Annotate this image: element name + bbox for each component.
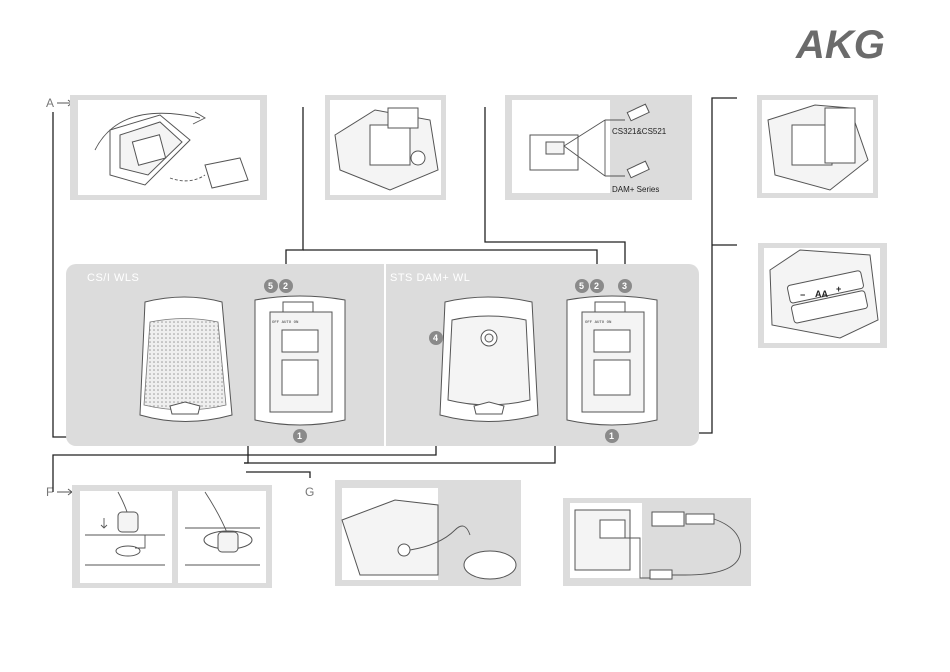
panel-compartment-right-top: [757, 95, 878, 198]
battery-plus: +: [836, 284, 841, 294]
panel-switch-options: CS321&CS521 DAM+ Series: [505, 95, 692, 200]
label-f-arrow: [57, 489, 72, 495]
left-switch-marks: OFF AUTO ON: [272, 321, 299, 325]
svg-text:2: 2: [594, 281, 599, 291]
svg-text:4: 4: [433, 333, 438, 343]
svg-text:5: 5: [268, 281, 273, 291]
switch-option-1: CS321&CS521: [612, 127, 667, 136]
svg-text:2: 2: [283, 281, 288, 291]
panel-g-footswitch: [335, 480, 521, 586]
akg-logo: AKG: [795, 23, 885, 67]
cs-wls-front: [140, 297, 232, 422]
right-device-title: STS DAM+ WL: [390, 272, 470, 284]
badge-5-right: 5: [575, 279, 589, 293]
panel-open-cover: [325, 95, 446, 200]
left-device-title: CS/I WLS: [87, 272, 139, 284]
label-a-arrow: [57, 100, 72, 106]
svg-text:3: 3: [622, 281, 627, 291]
svg-text:5: 5: [579, 281, 584, 291]
panel-cable-connection: [563, 498, 751, 586]
badge-1-right: 1: [605, 429, 619, 443]
sts-front: [440, 297, 538, 422]
badge-2-right: 2: [590, 279, 604, 293]
sts-back: OFF AUTO ON: [567, 296, 657, 425]
panel-a-open-compartment: [70, 95, 267, 200]
cs-wls-back: OFF AUTO ON: [255, 296, 345, 425]
label-f: F: [46, 485, 53, 499]
badge-1-left: 1: [293, 429, 307, 443]
label-g: G: [305, 485, 314, 499]
panel-f-gooseneck: [72, 485, 272, 588]
badge-4: 4: [429, 331, 443, 345]
panel-batteries: − AA +: [758, 243, 887, 348]
label-a: A: [46, 96, 54, 110]
battery-size: AA: [815, 289, 828, 299]
main-device-band: CS/I WLS STS DAM+ WL OFF AUTO ON: [66, 264, 699, 446]
svg-text:1: 1: [609, 431, 614, 441]
battery-minus: −: [800, 290, 805, 300]
badge-5-left: 5: [264, 279, 278, 293]
svg-text:1: 1: [297, 431, 302, 441]
right-switch-marks: OFF AUTO ON: [585, 321, 612, 325]
badge-3: 3: [618, 279, 632, 293]
switch-option-2: DAM+ Series: [612, 185, 659, 194]
badge-2-left: 2: [279, 279, 293, 293]
